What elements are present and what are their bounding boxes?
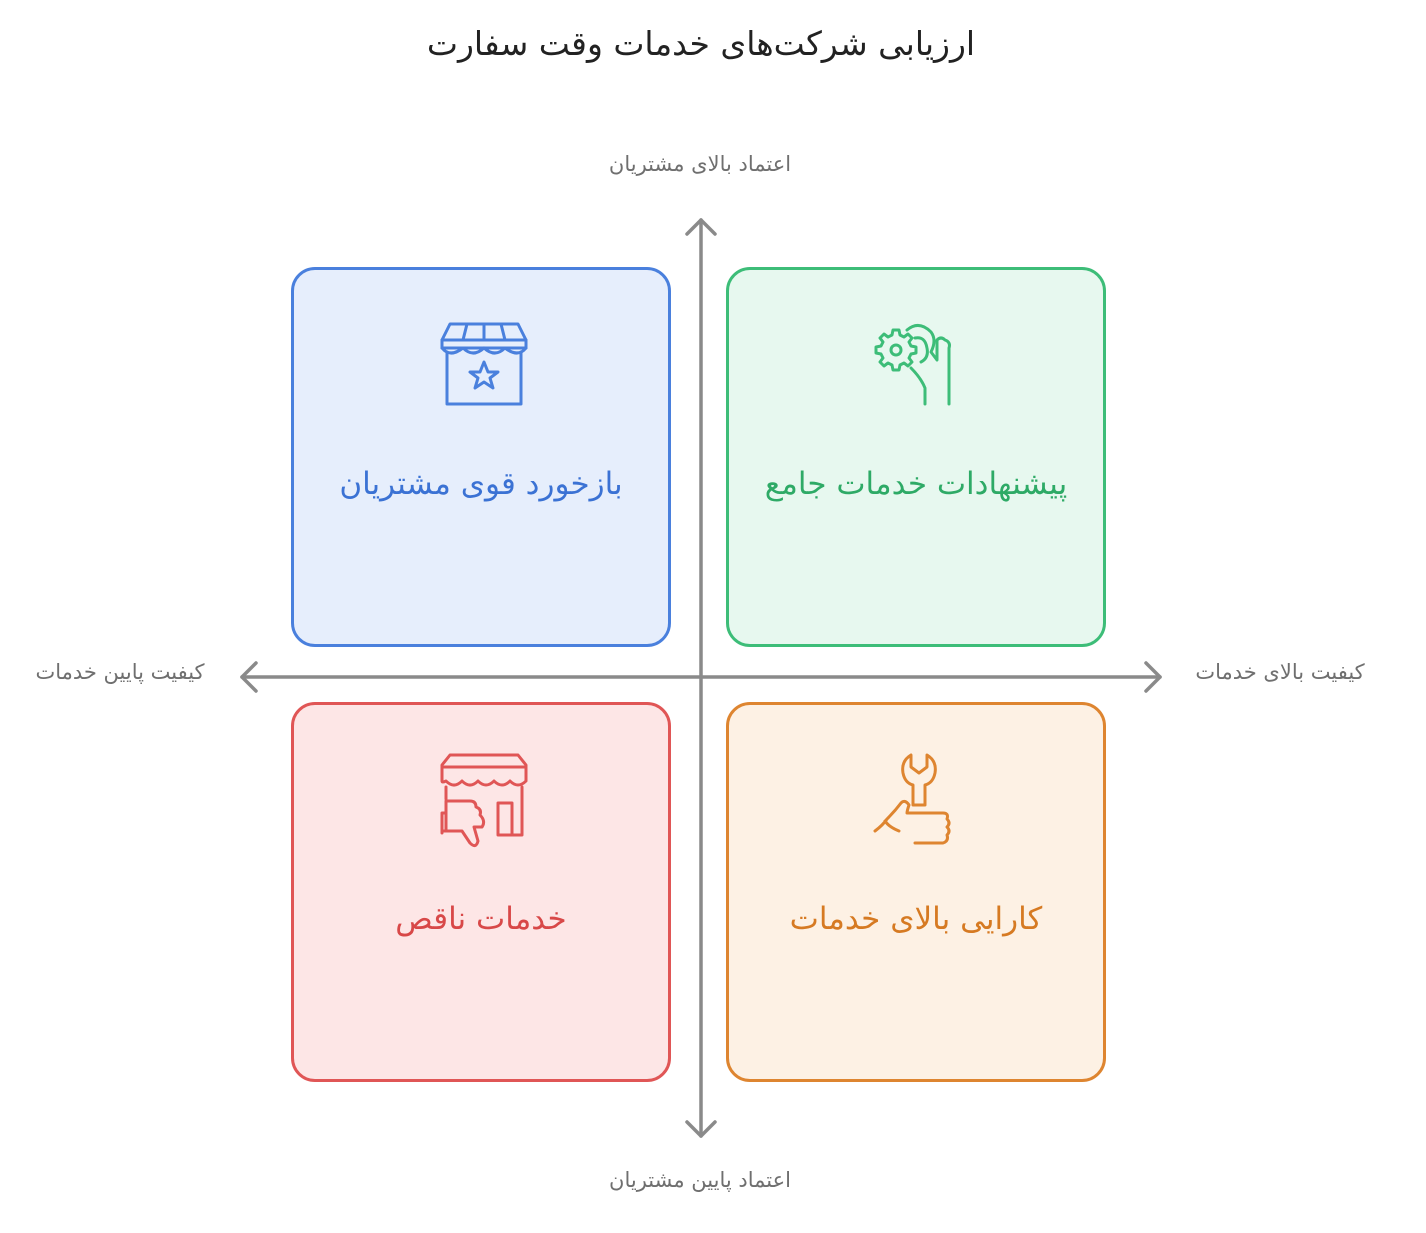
axis-label-left: کیفیت پایین خدمات [35, 660, 205, 684]
quadrant-label: کارایی بالای خدمات [789, 901, 1043, 937]
quadrant-top-right: پیشنهادات خدمات جامع [726, 267, 1106, 647]
arrow-down-icon [685, 1120, 717, 1138]
axis-label-bottom: اعتماد پایین مشتریان [609, 1168, 791, 1192]
storefront-star-icon [440, 322, 528, 406]
quadrant-label: بازخورد قوی مشتریان [339, 466, 623, 502]
arrow-up-icon [685, 218, 717, 236]
quadrant-label: پیشنهادات خدمات جامع [764, 466, 1068, 502]
quadrant-bottom-right: کارایی بالای خدمات [726, 702, 1106, 1082]
quadrant-bottom-left: خدمات ناقص [291, 702, 671, 1082]
axis-label-right: کیفیت بالای خدمات [1195, 660, 1365, 684]
axis-label-top: اعتماد بالای مشتریان [608, 152, 792, 176]
quadrant-top-left: بازخورد قوی مشتریان [291, 267, 671, 647]
wrench-thumbs-up-icon [873, 753, 951, 845]
diagram-title: ارزیابی شرکت‌های خدمات وقت سفارت [426, 24, 976, 63]
arrow-right-icon [1144, 661, 1162, 693]
store-thumbs-down-icon [440, 753, 528, 848]
quadrant-label: خدمات ناقص [395, 901, 567, 937]
hand-gear-icon [874, 324, 951, 406]
arrow-left-icon [240, 661, 258, 693]
